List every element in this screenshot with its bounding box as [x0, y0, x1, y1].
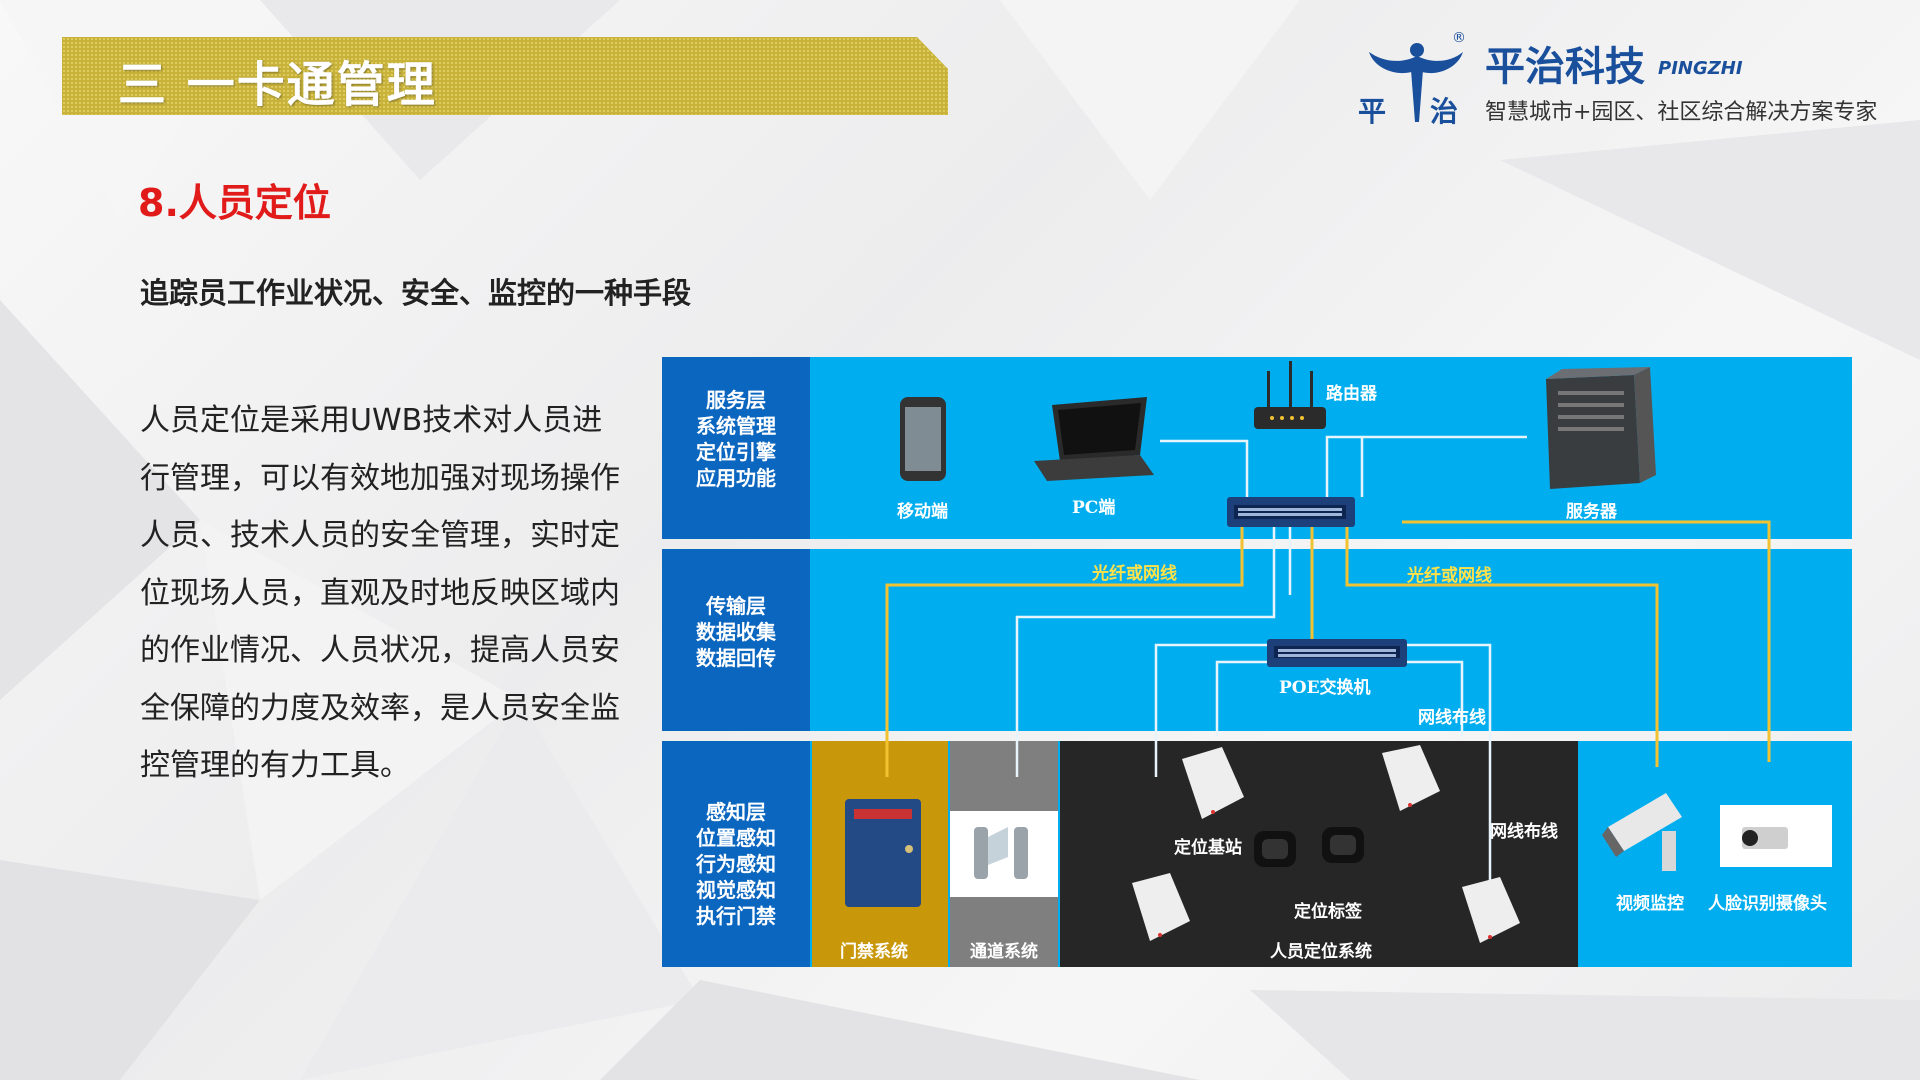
pc-label: PC端 [1072, 493, 1115, 518]
mobile-label: 移动端 [897, 497, 948, 522]
transport-layer-bg [662, 549, 1852, 731]
poe-switch-icon [1267, 639, 1407, 667]
section-title: 8.人员定位 [138, 172, 331, 227]
logo-char-right: 治 [1430, 90, 1458, 130]
positioning-architecture-diagram: 服务层系统管理 定位引擎应用功能 传输层数据收集 数据回传 感知层位置感知 行为… [662, 357, 1852, 967]
fiber-label-right: 光纤或网线 [1407, 561, 1492, 586]
positioning-tag-icon-1 [1254, 831, 1296, 867]
server-label: 服务器 [1566, 497, 1617, 522]
base-station-label: 定位基站 [1174, 833, 1242, 858]
positioning-system-label: 人员定位系统 [1270, 937, 1372, 962]
company-name: 平治科技 [1485, 34, 1645, 92]
cabling-label-1: 网线布线 [1418, 703, 1486, 728]
face-recognition-camera-icon [1720, 805, 1832, 867]
registered-mark: ® [1452, 30, 1466, 46]
company-slogan: 智慧城市+园区、社区综合解决方案专家 [1485, 94, 1877, 126]
access-control-box-icon [845, 799, 921, 907]
face-camera-label: 人脸识别摄像头 [1708, 889, 1827, 914]
positioning-tag-icon-2 [1322, 827, 1364, 863]
mobile-phone-icon [900, 397, 946, 481]
poe-switch-label: POE交换机 [1279, 673, 1371, 698]
server-icon [1546, 367, 1656, 489]
cabling-label-2: 网线布线 [1490, 817, 1558, 842]
core-switch-icon [1227, 497, 1355, 527]
section-body: 人员定位是采用UWB技术对人员进行管理，可以有效地加强对现场操作人员、技术人员的… [140, 392, 620, 795]
logo-char-left: 平 [1358, 90, 1386, 130]
company-english-name: PINGZHI [1658, 58, 1743, 79]
video-monitor-label: 视频监控 [1616, 889, 1684, 914]
service-layer-label: 服务层系统管理 定位引擎应用功能 [662, 387, 810, 491]
access-system-label: 门禁系统 [840, 937, 908, 962]
tag-label: 定位标签 [1294, 897, 1362, 922]
header-title: 三 一卡通管理 [118, 45, 437, 115]
transport-layer-label: 传输层数据收集 数据回传 [662, 593, 810, 671]
section-subtitle: 追踪员工作业状况、安全、监控的一种手段 [140, 270, 691, 312]
channel-system-label: 通道系统 [970, 937, 1038, 962]
sensing-layer-label: 感知层位置感知 行为感知视觉感知 执行门禁 [662, 799, 810, 929]
positioning-panel [1060, 741, 1578, 967]
router-label: 路由器 [1326, 379, 1377, 404]
fiber-label-left: 光纤或网线 [1092, 559, 1177, 584]
diagram-graphics [662, 357, 1852, 967]
